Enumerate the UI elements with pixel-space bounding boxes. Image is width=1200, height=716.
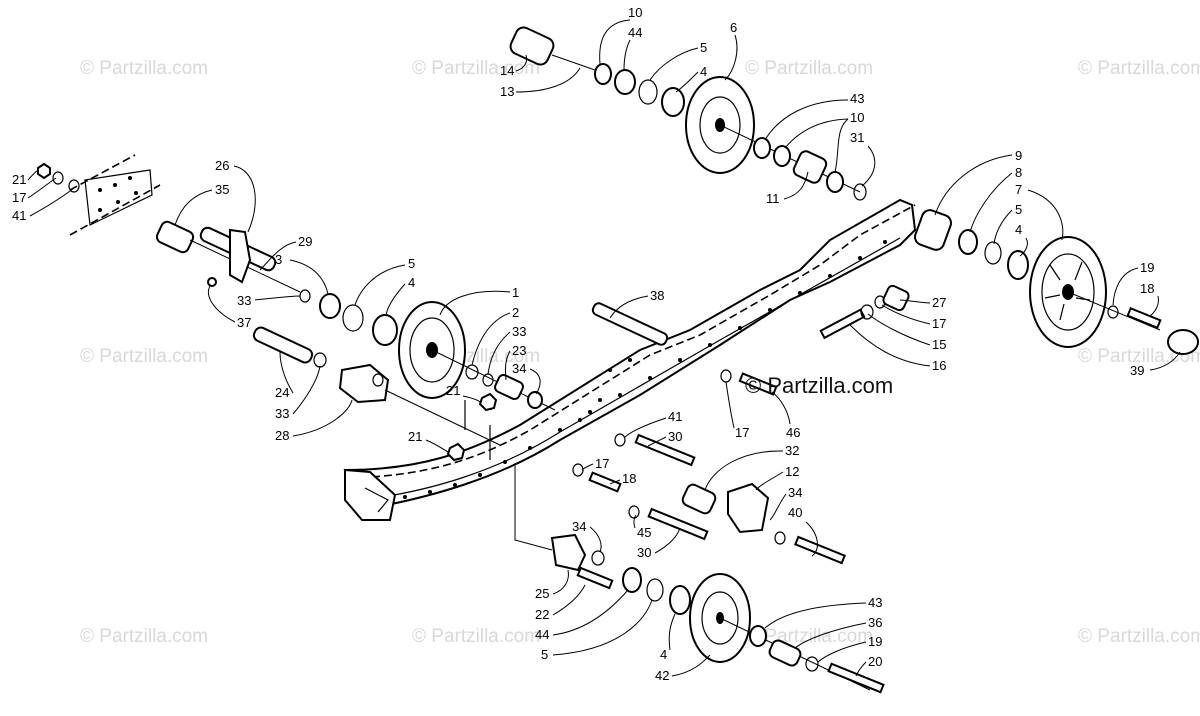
callout-label: 42 bbox=[655, 668, 669, 683]
callout-label: 39 bbox=[1130, 363, 1144, 378]
callout-label: 8 bbox=[1015, 165, 1022, 180]
watermark-text: © Partzilla.com bbox=[80, 346, 208, 367]
callout-label: 22 bbox=[535, 607, 549, 622]
callout-label: 40 bbox=[788, 505, 802, 520]
watermark-text: © Partzilla.com bbox=[1078, 346, 1200, 367]
watermark-text: © Partzilla.com bbox=[745, 58, 873, 79]
callout-label: 4 bbox=[660, 647, 667, 662]
callout-label: 7 bbox=[1015, 182, 1022, 197]
watermark-text: © Partzilla.com bbox=[1078, 58, 1200, 79]
callout-label: 2 bbox=[512, 305, 519, 320]
callout-label: 17 bbox=[12, 190, 26, 205]
callout-label: 5 bbox=[700, 40, 707, 55]
bolt-set bbox=[572, 284, 910, 541]
callout-label: 5 bbox=[1015, 202, 1022, 217]
watermark-text: © Partzilla.com bbox=[412, 626, 540, 647]
callout-label: 36 bbox=[868, 615, 882, 630]
axle-mount-assembly bbox=[252, 326, 501, 460]
callout-label: 37 bbox=[237, 315, 251, 330]
top-wheel-assembly bbox=[509, 26, 867, 201]
callout-label: 32 bbox=[785, 443, 799, 458]
leader-bracket-25 bbox=[514, 465, 553, 551]
callout-label: 17 bbox=[735, 425, 749, 440]
callout-label: 10 bbox=[628, 5, 642, 20]
callout-label: 35 bbox=[215, 182, 229, 197]
callout-label: 18 bbox=[1140, 281, 1154, 296]
lower-wheel-assembly bbox=[550, 533, 885, 694]
rear-bracket-assembly bbox=[681, 482, 846, 565]
callout-label: 34 bbox=[512, 361, 526, 376]
nut-21 bbox=[446, 442, 466, 462]
callout-label: 19 bbox=[1140, 260, 1154, 275]
callout-label: 12 bbox=[785, 464, 799, 479]
callout-label: 13 bbox=[500, 84, 514, 99]
callout-label: 46 bbox=[786, 425, 800, 440]
callout-label: 33 bbox=[275, 406, 289, 421]
callout-label: 45 bbox=[637, 525, 651, 540]
callout-label: 38 bbox=[650, 288, 664, 303]
callout-label: 44 bbox=[628, 25, 642, 40]
callout-label: 41 bbox=[12, 208, 26, 223]
callout-label: 43 bbox=[868, 595, 882, 610]
watermark-layer: © Partzilla.com © Partzilla.com © Partzi… bbox=[80, 58, 1200, 647]
watermark-main-text: © Partzilla.com bbox=[745, 373, 893, 398]
callout-label: 6 bbox=[730, 20, 737, 35]
callout-label: 17 bbox=[932, 316, 946, 331]
callout-label: 24 bbox=[275, 385, 289, 400]
callout-label: 41 bbox=[668, 409, 682, 424]
callout-label: 26 bbox=[215, 158, 229, 173]
callout-label: 29 bbox=[298, 234, 312, 249]
callout-label: 21 bbox=[12, 172, 26, 187]
callout-label: 30 bbox=[668, 429, 682, 444]
slide-rail bbox=[343, 198, 917, 521]
callout-label: 34 bbox=[788, 485, 802, 500]
callout-label: 4 bbox=[1015, 222, 1022, 237]
callout-label: 43 bbox=[850, 91, 864, 106]
callout-label: 10 bbox=[850, 110, 864, 125]
nut-21 bbox=[478, 392, 498, 412]
callout-label: 4 bbox=[700, 64, 707, 79]
watermark-text: © Partzilla.com bbox=[412, 58, 540, 79]
callout-label: 20 bbox=[868, 654, 882, 669]
callout-label: 28 bbox=[275, 428, 289, 443]
callout-label: 4 bbox=[408, 275, 415, 290]
callout-label: 15 bbox=[932, 337, 946, 352]
nut-21 bbox=[37, 162, 51, 180]
rear-wheel-assembly bbox=[914, 209, 1199, 355]
watermark-text: © Partzilla.com bbox=[1078, 626, 1200, 647]
callout-label: 33 bbox=[512, 324, 526, 339]
watermark-text: © Partzilla.com bbox=[80, 58, 208, 79]
callout-label: 14 bbox=[500, 63, 514, 78]
front-arm-assembly bbox=[155, 220, 556, 411]
callout-label: 16 bbox=[932, 358, 946, 373]
callout-label: 33 bbox=[237, 293, 251, 308]
shaft-38 bbox=[591, 302, 669, 346]
callout-label: 25 bbox=[535, 586, 549, 601]
callout-label: 44 bbox=[535, 627, 549, 642]
callout-label: 34 bbox=[572, 519, 586, 534]
callout-label: 5 bbox=[408, 256, 415, 271]
callout-layer: 14 13 10 44 5 4 6 43 10 31 11 9 8 7 5 4 … bbox=[12, 5, 1181, 683]
callout-label: 11 bbox=[766, 191, 780, 206]
callout-label: 1 bbox=[512, 285, 519, 300]
callout-label: 5 bbox=[541, 647, 548, 662]
callout-label: 30 bbox=[637, 545, 651, 560]
callout-label: 27 bbox=[932, 295, 946, 310]
callout-label: 18 bbox=[622, 471, 636, 486]
watermark-text: © Partzilla.com bbox=[80, 626, 208, 647]
rail-fragment-left bbox=[69, 154, 161, 236]
callout-label: 23 bbox=[512, 343, 526, 358]
callout-label: 3 bbox=[275, 252, 282, 267]
callout-label: 21 bbox=[408, 429, 422, 444]
callout-label: 31 bbox=[850, 130, 864, 145]
callout-label: 19 bbox=[868, 634, 882, 649]
callout-label: 9 bbox=[1015, 148, 1022, 163]
callout-label: 17 bbox=[595, 456, 609, 471]
callout-label: 21 bbox=[446, 383, 460, 398]
